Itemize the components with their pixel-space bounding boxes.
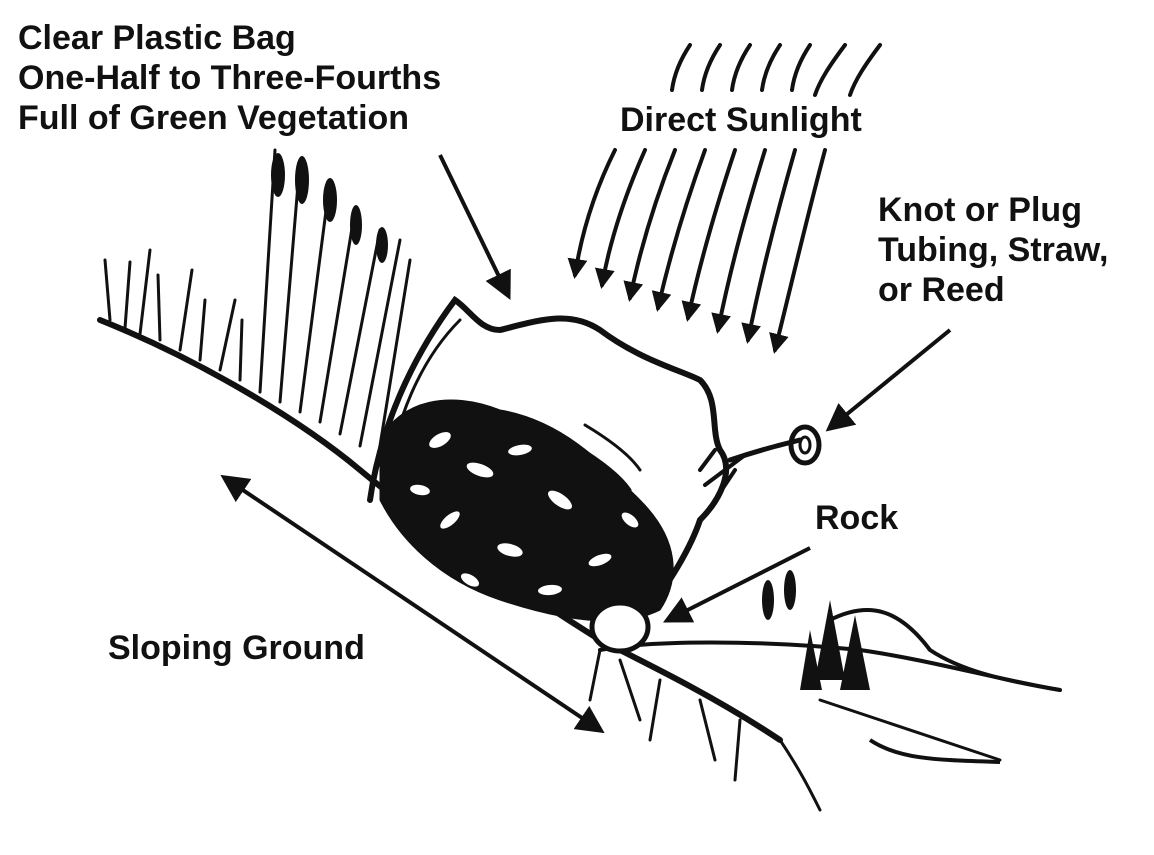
distant-trees [800,600,870,690]
rock [589,600,651,654]
grass-seed-heads [271,153,796,620]
knot-arrow [825,328,952,432]
label-arrows [220,154,952,734]
grass-tufts [103,148,742,782]
green-vegetation [379,399,674,622]
bag-arrow [438,154,511,301]
ground-label: Sloping Ground [108,629,365,667]
knot-and-tube [698,424,822,502]
distant-hills [829,608,1061,764]
bag-label-line-2: One-Half to Three-Fourths [18,59,442,97]
rock-label: Rock [815,499,899,537]
knot-label-line-3: or Reed [878,271,1005,309]
bag-label-line-1: Clear Plastic Bag [18,19,296,57]
rock-arrow [663,546,811,623]
sunlight-rays [567,43,882,354]
bag-label: Clear Plastic Bag One-Half to Three-Four… [18,18,441,138]
knot-label-line-2: Tubing, Straw, [878,231,1109,269]
knot-label-line-1: Knot or Plug [878,191,1082,229]
bag-label-line-3: Full of Green Vegetation [18,99,410,137]
knot-label: Knot or Plug Tubing, Straw, or Reed [878,190,1108,310]
sunlight-label: Direct Sunlight [620,101,862,139]
slope-arrow [220,474,605,734]
